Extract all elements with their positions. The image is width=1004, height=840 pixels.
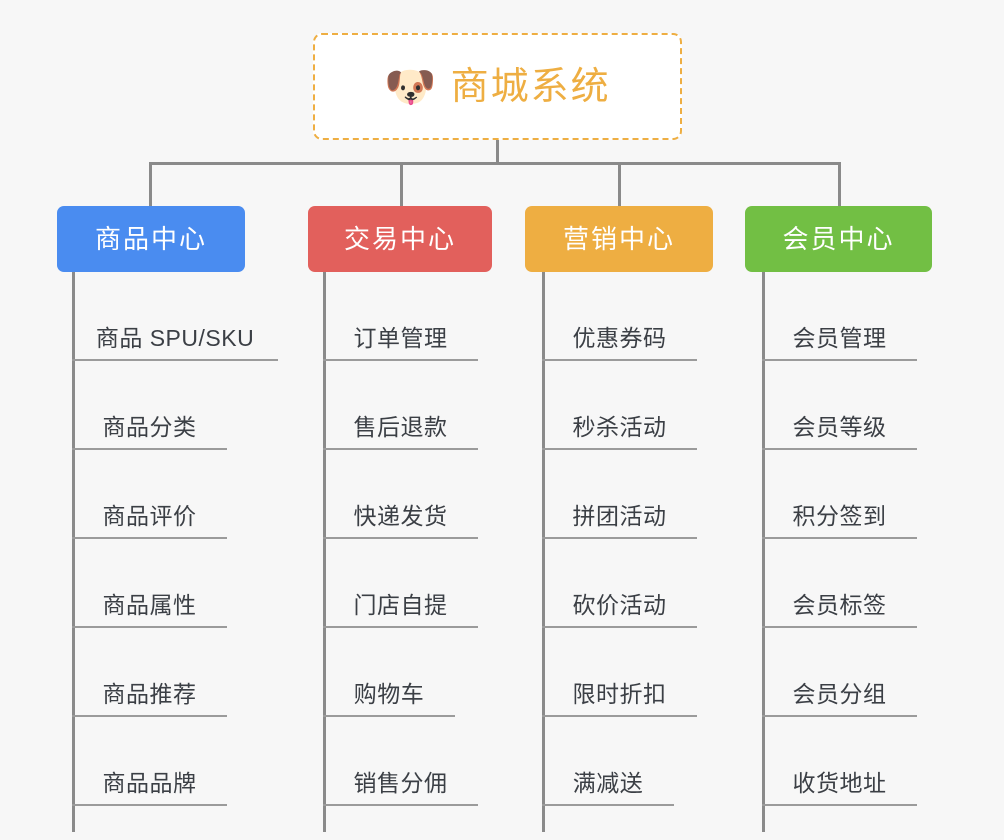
- leaf-item[interactable]: 商品 SPU/SKU: [72, 272, 278, 361]
- leaf-item[interactable]: 商品品牌: [72, 717, 227, 806]
- connector-horizontal-bus: [149, 162, 841, 165]
- leaf-item-label: 商品属性: [102, 591, 197, 618]
- leaf-item[interactable]: 会员等级: [762, 361, 917, 450]
- leaf-item-label: 商品 SPU/SKU: [95, 324, 255, 351]
- root-node-title: 商城系统: [450, 65, 611, 108]
- leaf-item[interactable]: 限时折扣: [542, 628, 697, 717]
- shiba-dog-face-icon: 🐶: [384, 62, 437, 110]
- leaf-item[interactable]: 商品分类: [72, 361, 227, 450]
- connector-spine-trade-center: [323, 272, 326, 832]
- leaf-item-label: 秒杀活动: [572, 413, 667, 440]
- leaf-item[interactable]: 销售分佣: [323, 717, 478, 806]
- connector-drop-marketing-center: [618, 162, 621, 208]
- leaf-item[interactable]: 会员标签: [762, 539, 917, 628]
- leaf-item-label: 购物车: [353, 680, 425, 707]
- leaf-item-label: 积分签到: [792, 502, 887, 529]
- leaf-item[interactable]: 会员分组: [762, 628, 917, 717]
- leaf-item-label: 优惠券码: [572, 324, 667, 351]
- category-header-marketing-center[interactable]: 营销中心: [525, 206, 713, 272]
- connector-drop-member-center: [838, 162, 841, 208]
- category-header-label: 会员中心: [782, 224, 895, 254]
- leaf-item-label: 会员标签: [792, 591, 887, 618]
- leaf-item-label: 满减送: [572, 769, 644, 796]
- leaf-item[interactable]: 砍价活动: [542, 539, 697, 628]
- leaf-item-label: 商品分类: [102, 413, 197, 440]
- leaf-item-label: 商品推荐: [102, 680, 197, 707]
- category-header-trade-center[interactable]: 交易中心: [308, 206, 492, 272]
- leaf-item[interactable]: 满减送: [542, 717, 674, 806]
- leaf-item-label: 会员分组: [792, 680, 887, 707]
- leaf-item[interactable]: 优惠券码: [542, 272, 697, 361]
- root-node-shop-system[interactable]: 🐶 商城系统: [313, 33, 682, 140]
- leaf-item[interactable]: 快递发货: [323, 450, 478, 539]
- connector-spine-marketing-center: [542, 272, 545, 832]
- category-header-member-center[interactable]: 会员中心: [745, 206, 932, 272]
- leaf-item-label: 限时折扣: [572, 680, 667, 707]
- leaf-item[interactable]: 拼团活动: [542, 450, 697, 539]
- leaf-item-label: 订单管理: [353, 324, 448, 351]
- leaf-item-label: 销售分佣: [353, 769, 448, 796]
- leaf-item-label: 商品品牌: [102, 769, 197, 796]
- leaf-item[interactable]: 商品属性: [72, 539, 227, 628]
- leaf-item-label: 会员等级: [792, 413, 887, 440]
- leaf-item[interactable]: 商品评价: [72, 450, 227, 539]
- leaf-item[interactable]: 售后退款: [323, 361, 478, 450]
- connector-root-stem: [496, 140, 499, 164]
- leaf-item[interactable]: 积分签到: [762, 450, 917, 539]
- leaf-item-label: 拼团活动: [572, 502, 667, 529]
- leaf-item[interactable]: 订单管理: [323, 272, 478, 361]
- leaf-item[interactable]: 购物车: [323, 628, 455, 717]
- leaf-item-label: 会员管理: [792, 324, 887, 351]
- leaf-item-label: 售后退款: [353, 413, 448, 440]
- leaf-item-label: 商品评价: [102, 502, 197, 529]
- connector-spine-product-center: [72, 272, 75, 832]
- leaf-item[interactable]: 门店自提: [323, 539, 478, 628]
- connector-drop-product-center: [149, 162, 152, 208]
- leaf-item-label: 快递发货: [353, 502, 448, 529]
- leaf-item-label: 门店自提: [353, 591, 448, 618]
- leaf-item[interactable]: 会员管理: [762, 272, 917, 361]
- leaf-item[interactable]: 收货地址: [762, 717, 917, 806]
- leaf-item[interactable]: 秒杀活动: [542, 361, 697, 450]
- leaf-item[interactable]: 商品推荐: [72, 628, 227, 717]
- category-header-product-center[interactable]: 商品中心: [57, 206, 245, 272]
- connector-spine-member-center: [762, 272, 765, 832]
- category-header-label: 交易中心: [343, 224, 456, 254]
- leaf-item-label: 收货地址: [792, 769, 887, 796]
- leaf-item-label: 砍价活动: [572, 591, 667, 618]
- category-header-label: 营销中心: [562, 224, 675, 254]
- connector-drop-trade-center: [400, 162, 403, 208]
- category-header-label: 商品中心: [94, 224, 207, 254]
